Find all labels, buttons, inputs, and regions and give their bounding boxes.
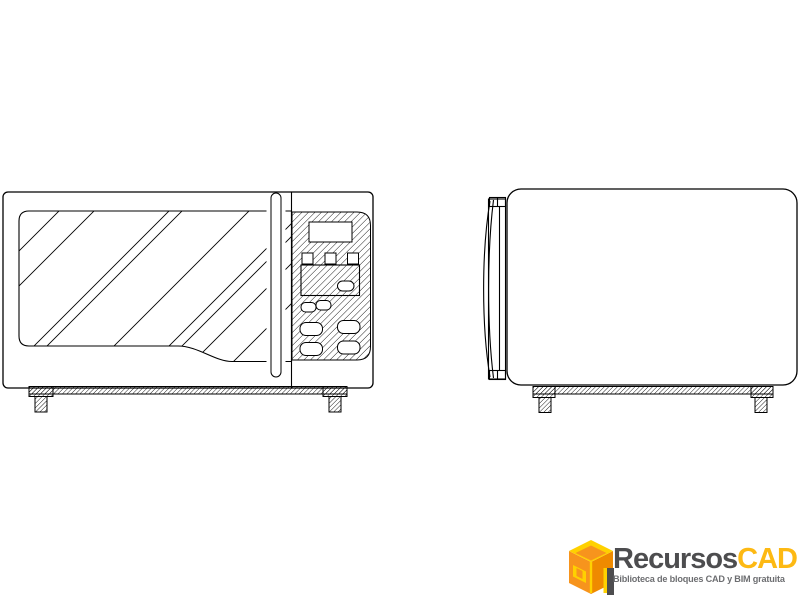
panel-rounded-button <box>337 320 361 334</box>
panel-rounded-button <box>299 322 323 336</box>
microwave-front-view <box>2 191 374 413</box>
base-end-block <box>28 386 54 397</box>
panel-pill-button <box>315 300 332 311</box>
side-base-and-feet <box>532 386 774 413</box>
logo-text-block: RecursosCAD Biblioteca de bloques CAD y … <box>613 545 798 586</box>
foot <box>328 396 342 413</box>
panel-pill-button <box>300 302 317 313</box>
door-window-outline <box>18 210 293 363</box>
panel-rounded-button <box>299 342 323 356</box>
recursoscad-isometric-box-icon <box>569 540 614 595</box>
base-strip <box>28 386 348 395</box>
panel-square-button <box>301 252 314 265</box>
door-handle <box>270 192 282 378</box>
foot <box>538 397 552 413</box>
display-window <box>308 221 353 243</box>
panel-square-button <box>324 252 337 265</box>
logo-tagline: Biblioteca de bloques CAD y BIM gratuita <box>613 574 785 585</box>
foot <box>754 397 768 413</box>
base-strip <box>532 386 774 395</box>
panel-rounded-button <box>337 340 361 355</box>
microwave-side-view <box>483 188 798 413</box>
base-end-block <box>322 386 348 397</box>
door-front-curve-outer <box>483 200 491 378</box>
logo-title: RecursosCAD <box>613 545 798 574</box>
panel-pill-button <box>337 280 355 292</box>
side-door-edge <box>483 196 507 381</box>
glass-reflection-lines <box>19 211 292 362</box>
door-front-curve-inner <box>488 199 495 379</box>
base-end-block <box>532 386 556 398</box>
control-panel <box>291 211 371 361</box>
panel-square-button <box>347 252 359 265</box>
front-base-and-feet <box>28 386 348 413</box>
foot <box>34 396 48 413</box>
recursoscad-logo: RecursosCAD Biblioteca de bloques CAD y … <box>567 538 798 596</box>
side-body-outline <box>506 188 798 386</box>
panel-group-box <box>300 264 361 297</box>
brand-name-primary: Recursos <box>613 543 738 575</box>
base-end-block <box>750 386 774 398</box>
brand-name-accent: CAD <box>737 543 798 575</box>
